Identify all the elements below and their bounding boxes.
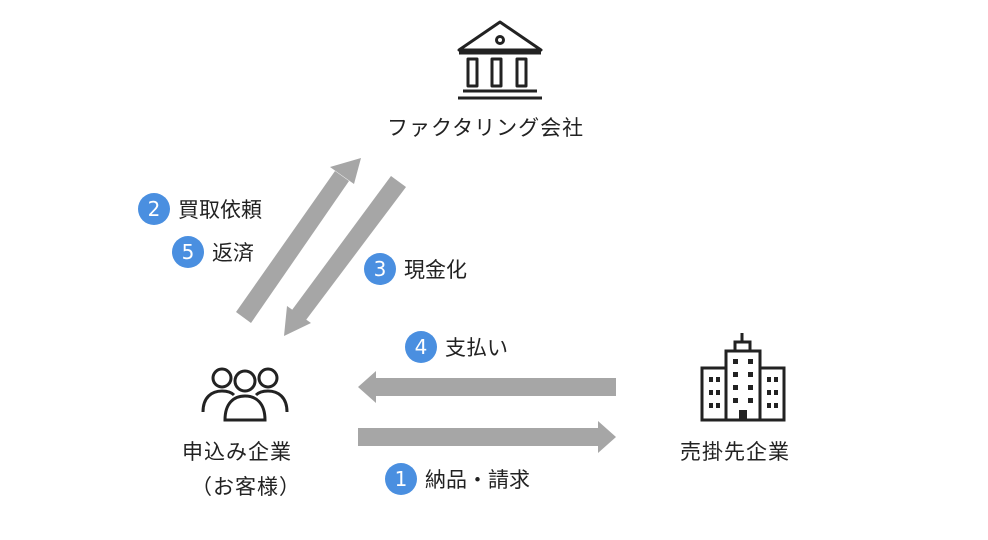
step-1: 1 納品・請求	[385, 463, 530, 495]
applicant-company-label: 申込み企業	[182, 440, 292, 464]
step-number-badge: 1	[385, 463, 417, 495]
step-number-badge: 2	[138, 193, 170, 225]
step-label: 買取依頼	[178, 198, 262, 222]
step-label: 現金化	[404, 258, 467, 282]
step-5: 5 返済	[172, 236, 254, 268]
step-3: 3 現金化	[364, 253, 467, 285]
step-label: 納品・請求	[425, 468, 530, 492]
buyer-company-label: 売掛先企業	[680, 440, 790, 464]
step-number-badge: 4	[405, 331, 437, 363]
step-label: 支払い	[445, 336, 508, 360]
applicant-customer-note: （お客様）	[191, 475, 301, 499]
step-2: 2 買取依頼	[138, 193, 262, 225]
arrow-applicant-to-buyer	[358, 421, 616, 453]
step-number-badge: 3	[364, 253, 396, 285]
arrow-applicant-to-factoring	[236, 158, 361, 323]
factoring-company-label: ファクタリング会社	[387, 116, 585, 140]
step-label: 返済	[212, 241, 254, 265]
step-number-badge: 5	[172, 236, 204, 268]
arrow-factoring-to-applicant	[284, 176, 406, 336]
arrow-buyer-to-applicant	[358, 371, 616, 403]
step-4: 4 支払い	[405, 331, 508, 363]
